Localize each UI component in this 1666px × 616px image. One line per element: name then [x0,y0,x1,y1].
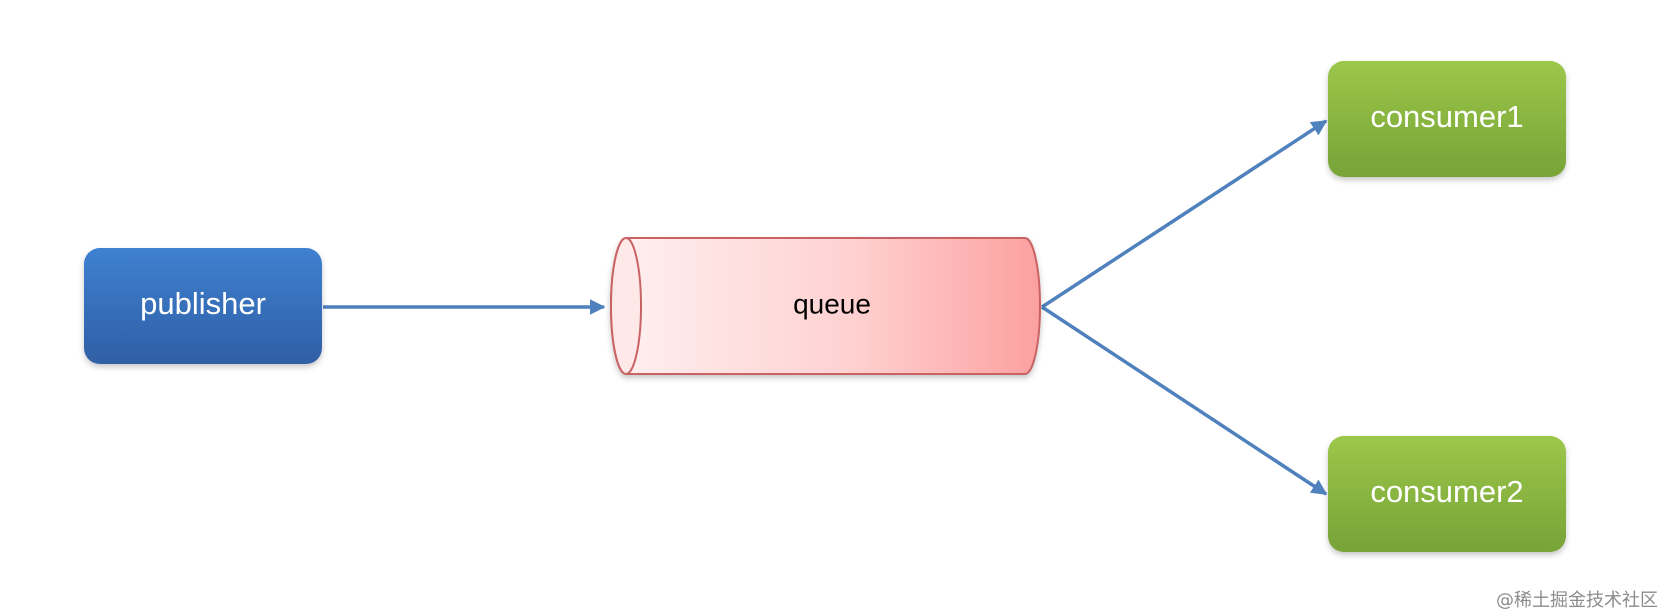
consumer2-node [1328,436,1566,552]
arrow-queue-to-consumer1 [1041,119,1328,309]
watermark-text: @稀土掘金技术社区 [1496,590,1658,611]
arrow-queue-to-consumer2 [1041,305,1328,496]
publisher-label: publisher [140,286,266,321]
consumer2-label: consumer2 [1370,474,1523,509]
queue-node [610,237,1041,375]
consumer1-node [1328,61,1566,177]
queue-label: queue [793,288,871,319]
queue-opening [610,237,642,375]
consumer1-label: consumer1 [1370,99,1523,134]
publisher-node [84,248,322,364]
